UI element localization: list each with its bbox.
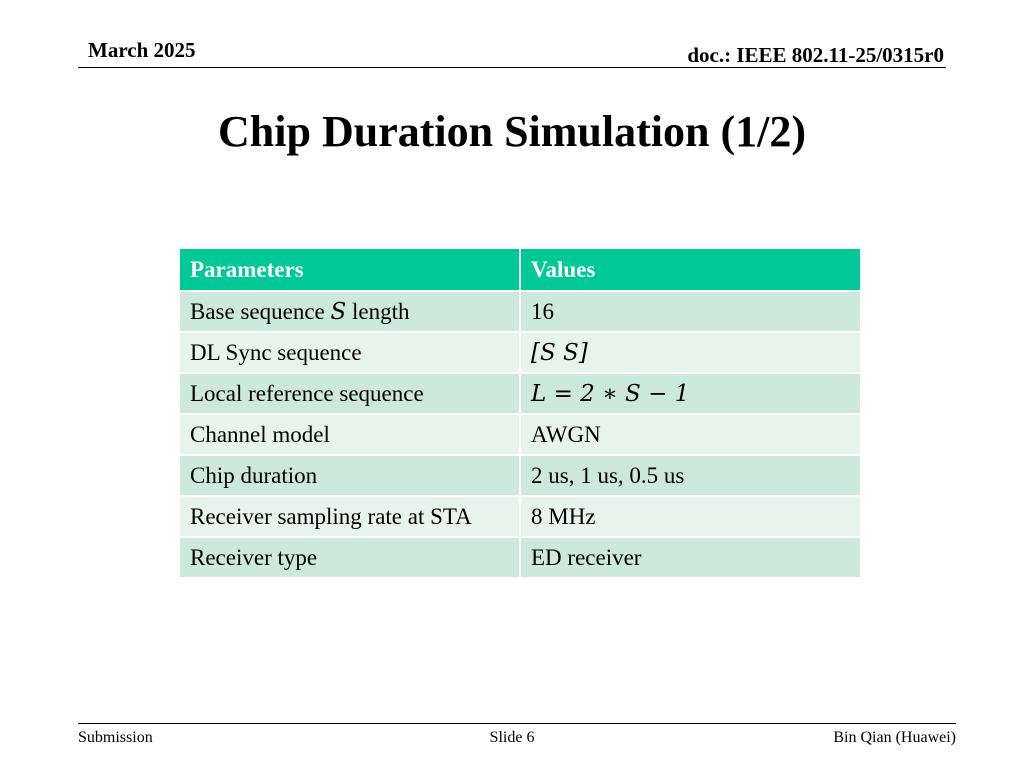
param-cell: Local reference sequence: [180, 373, 521, 415]
table-row: Local reference sequence L = 2 ∗ S − 1: [180, 373, 862, 415]
table-row: DL Sync sequence [S S]: [180, 332, 862, 374]
value-cell: 2 us, 1 us, 0.5 us: [520, 455, 862, 497]
table-row: Channel model AWGN: [180, 414, 862, 456]
table-row: Receiver type ED receiver: [180, 537, 862, 579]
header-parameters: Parameters: [180, 249, 521, 292]
math-symbol: S: [330, 298, 347, 325]
value-cell: AWGN: [520, 414, 862, 456]
footer-divider: [78, 723, 956, 724]
footer-author: Bin Qian (Huawei): [833, 729, 956, 746]
slide-title: Chip Duration Simulation (1/2): [218, 107, 806, 156]
param-cell: Receiver sampling rate at STA: [180, 496, 521, 538]
header-values: Values: [520, 249, 862, 292]
param-cell: Channel model: [180, 414, 521, 456]
param-cell: Base sequence S length: [180, 291, 521, 333]
param-text: Base sequence: [190, 298, 331, 324]
value-cell: L = 2 ∗ S − 1: [520, 373, 862, 415]
param-cell: DL Sync sequence: [180, 332, 521, 374]
header-divider: [78, 67, 946, 68]
value-cell: 8 MHz: [520, 496, 862, 538]
param-text: length: [346, 298, 410, 324]
footer-slide-number: Slide 6: [489, 729, 535, 746]
table-row: Chip duration 2 us, 1 us, 0.5 us: [180, 455, 862, 497]
value-cell: ED receiver: [520, 537, 862, 579]
header-date: March 2025: [88, 38, 196, 62]
footer-submission: Submission: [78, 729, 153, 746]
value-cell: [S S]: [520, 332, 862, 374]
table-row: Base sequence S length 16: [180, 291, 862, 333]
param-cell: Receiver type: [180, 537, 521, 579]
parameters-table: Parameters Values Base sequence S length…: [180, 249, 862, 579]
table-header-row: Parameters Values: [180, 249, 862, 292]
table-row: Receiver sampling rate at STA 8 MHz: [180, 496, 862, 538]
header-doc-id: doc.: IEEE 802.11-25/0315r0: [687, 43, 944, 67]
param-cell: Chip duration: [180, 455, 521, 497]
value-cell: 16: [520, 291, 862, 333]
